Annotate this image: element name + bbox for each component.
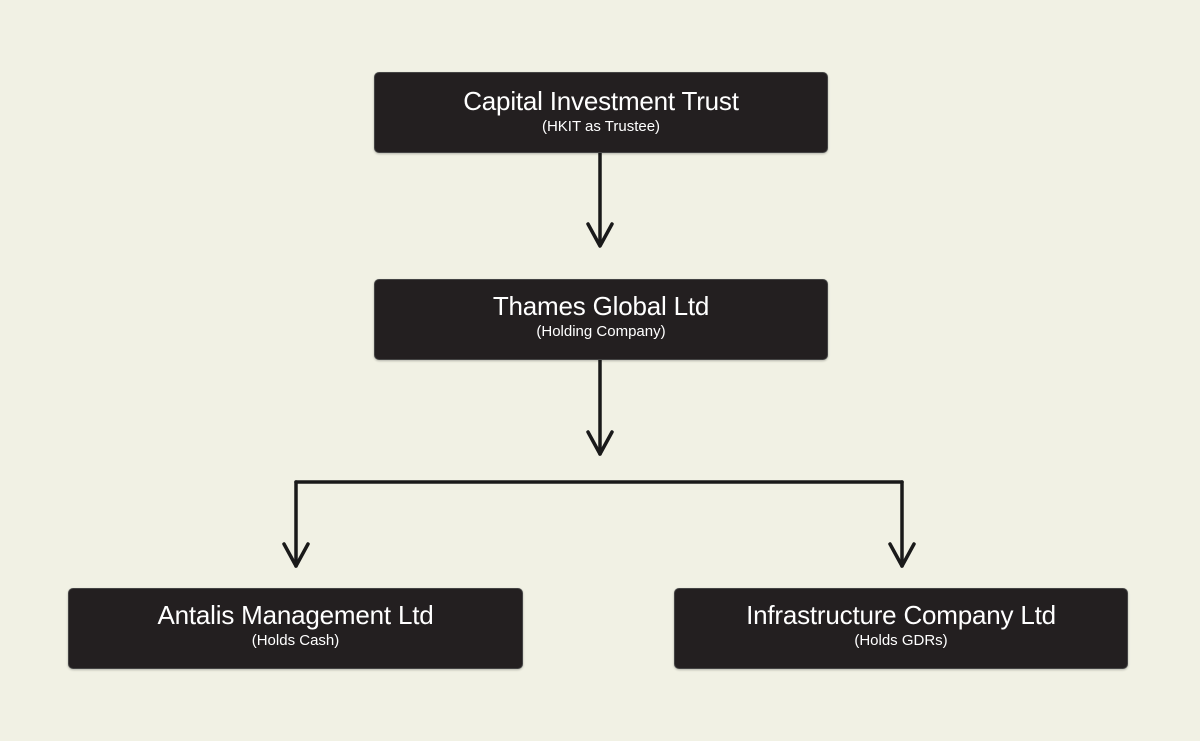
node-title: Capital Investment Trust <box>463 86 739 116</box>
node-capital-investment-trust: Capital Investment Trust (HKIT as Truste… <box>374 72 828 153</box>
node-title: Thames Global Ltd <box>492 291 710 321</box>
arrowhead-thames-icon <box>586 222 614 248</box>
node-title: Infrastructure Company Ltd <box>746 600 1056 630</box>
node-title: Antalis Management Ltd <box>157 600 434 630</box>
node-subtitle: (Holding Company) <box>536 323 666 340</box>
node-antalis-management-ltd: Antalis Management Ltd (Holds Cash) <box>68 588 523 669</box>
node-subtitle: (HKIT as Trustee) <box>541 118 661 135</box>
node-thames-global-ltd: Thames Global Ltd (Holding Company) <box>374 279 828 360</box>
arrowhead-antalis-icon <box>282 542 310 568</box>
node-subtitle: (Holds Cash) <box>251 632 340 649</box>
node-infrastructure-company-ltd: Infrastructure Company Ltd (Holds GDRs) <box>674 588 1128 669</box>
node-subtitle: (Holds GDRs) <box>854 632 948 649</box>
arrowhead-infra-icon <box>888 542 916 568</box>
arrowhead-branch-icon <box>586 430 614 456</box>
